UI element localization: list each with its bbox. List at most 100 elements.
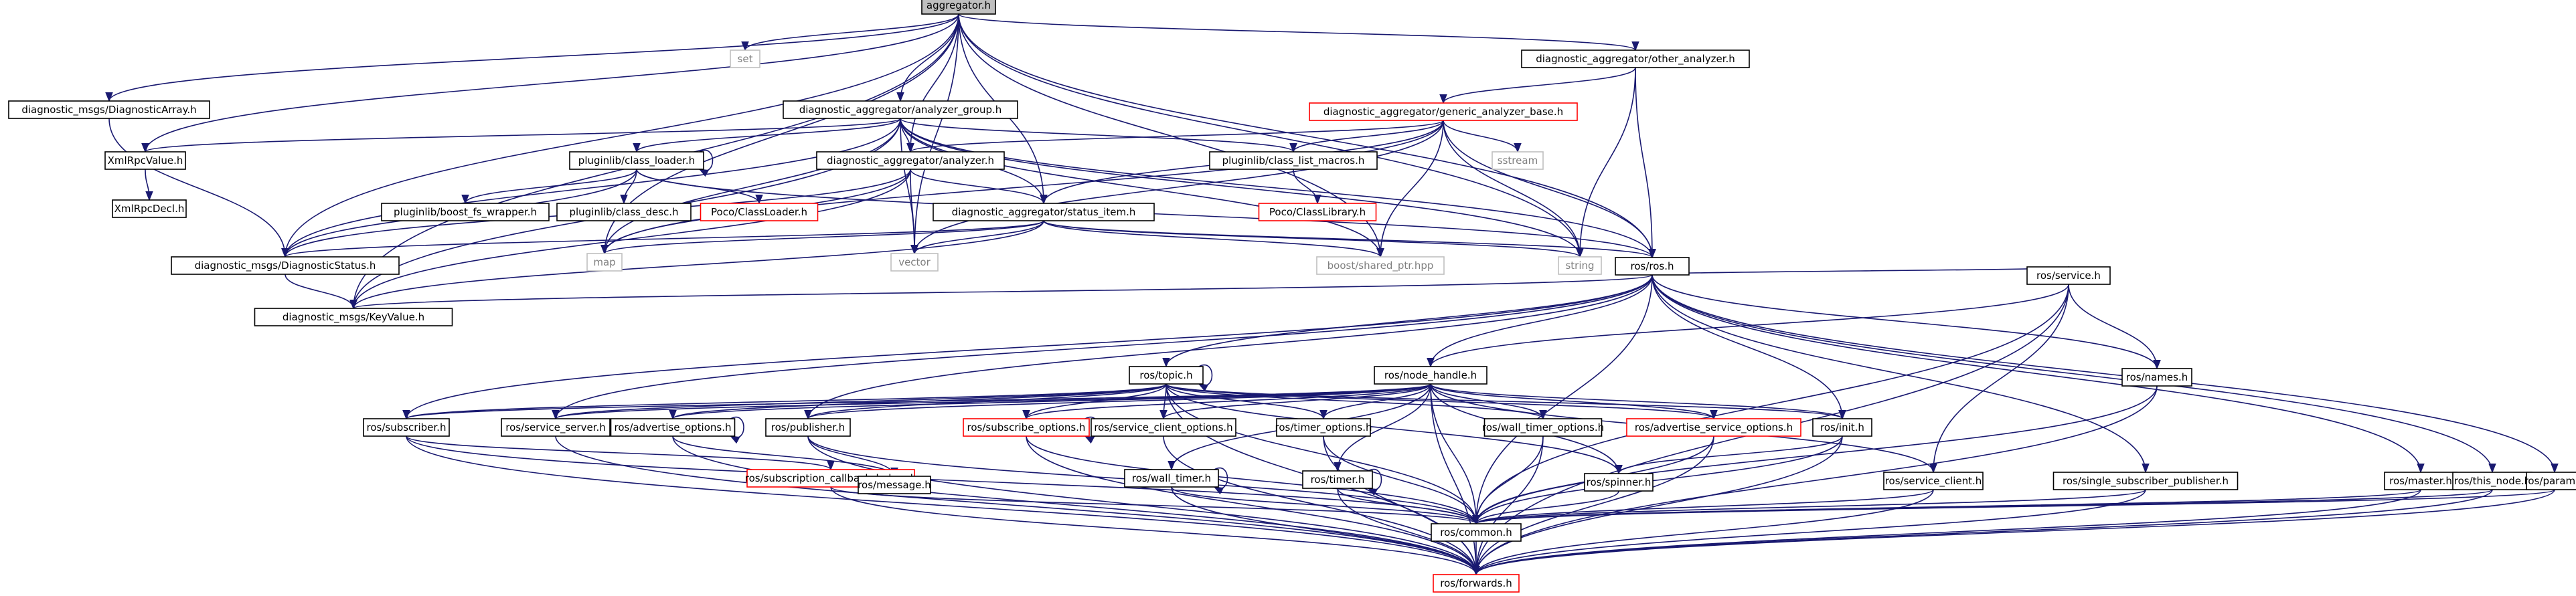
node-dm-status[interactable]: diagnostic_msgs/DiagnosticStatus.h: [171, 256, 400, 275]
node-param[interactable]: ros/param.h: [2524, 472, 2576, 490]
node-box: [1615, 257, 1690, 276]
node-label: diagnostic_aggregator/analyzer_group.h: [799, 104, 1002, 116]
edge-status_item-to-ros: [1043, 220, 1656, 259]
node-box: [112, 199, 187, 218]
edge-node_handle-to-timer_options: [1319, 383, 1431, 420]
node-box: [1129, 366, 1204, 385]
node-boost-fs[interactable]: pluginlib/boost_fs_wrapper.h: [381, 203, 550, 221]
node-box: [783, 100, 1018, 119]
node-subscriber[interactable]: ros/subscriber.h: [363, 418, 450, 437]
node-class-desc[interactable]: pluginlib/class_desc.h: [556, 203, 692, 221]
edge-service-to-service_client: [1929, 284, 2069, 474]
node-service[interactable]: ros/service.h: [2026, 266, 2111, 285]
node-label: ros/service.h: [2036, 270, 2101, 282]
node-label: ros/names.h: [2126, 371, 2188, 383]
edge-node_handle-to-advertise_service_options: [1430, 383, 1718, 420]
node-init[interactable]: ros/init.h: [1812, 418, 1872, 437]
node-advertise-service-options[interactable]: ros/advertise_service_options.h: [1626, 418, 1801, 437]
node-advertise-options[interactable]: ros/advertise_options.h: [610, 418, 736, 437]
node-label: pluginlib/boost_fs_wrapper.h: [394, 206, 537, 219]
node-other-analyzer[interactable]: diagnostic_aggregator/other_analyzer.h: [1521, 49, 1750, 68]
node-label: ros/timer.h: [1311, 474, 1365, 486]
edge-status_item-to-keyvalue: [349, 220, 1044, 310]
edge-analyzer_group-to-class_list_macros: [900, 118, 1297, 153]
node-publisher[interactable]: ros/publisher.h: [765, 418, 851, 437]
edge-status_item-to-dm_status: [281, 220, 1044, 258]
node-box: [1626, 418, 1801, 437]
node-box: [1492, 151, 1544, 170]
node-box: [2026, 266, 2111, 285]
node-common[interactable]: ros/common.h: [1431, 523, 1522, 542]
node-label: ros/service_client_options.h: [1094, 421, 1232, 434]
node-node-handle[interactable]: ros/node_handle.h: [1374, 366, 1487, 385]
edge-analyzer_group-to-dm_status: [281, 118, 901, 258]
node-names[interactable]: ros/names.h: [2121, 368, 2192, 387]
node-xmlrpc[interactable]: XmlRpcValue.h: [104, 151, 186, 170]
node-wall-timer[interactable]: ros/wall_timer.h: [1124, 469, 1219, 488]
node-xmlrpcdecl[interactable]: XmlRpcDecl.h: [112, 199, 187, 218]
node-shared-ptr[interactable]: boost/shared_ptr.hpp: [1316, 256, 1445, 275]
node-label: ros/wall_timer_options.h: [1482, 421, 1604, 434]
node-label: diagnostic_aggregator/status_item.h: [952, 206, 1136, 219]
node-keyvalue[interactable]: diagnostic_msgs/KeyValue.h: [254, 308, 453, 326]
edge-init-to-forwards: [1472, 435, 1843, 576]
node-label: ros/node_handle.h: [1384, 369, 1477, 382]
node-topic[interactable]: ros/topic.h: [1129, 366, 1204, 385]
node-forwards[interactable]: ros/forwards.h: [1433, 574, 1520, 593]
edge-topic-to-service_client_options: [1159, 383, 1168, 420]
edge-param-to-forwards: [1472, 489, 2555, 576]
node-analyzer[interactable]: diagnostic_aggregator/analyzer.h: [816, 151, 1005, 170]
node-spinner[interactable]: ros/spinner.h: [1584, 473, 1654, 492]
node-service-client[interactable]: ros/service_client.h: [1883, 472, 1984, 490]
node-box: [1483, 418, 1603, 437]
node-single-sub-pub[interactable]: ros/single_subscriber_publisher.h: [2052, 472, 2239, 490]
node-message[interactable]: ros/message.h: [858, 476, 931, 494]
node-box: [1124, 469, 1219, 488]
edge-single_sub_pub-to-forwards: [1472, 489, 2146, 576]
node-service-client-options[interactable]: ros/service_client_options.h: [1091, 418, 1236, 437]
node-box: [1276, 418, 1371, 437]
node-box: [556, 203, 692, 221]
node-label: ros/message.h: [858, 479, 931, 491]
node-label: ros/subscriber.h: [367, 421, 447, 433]
node-poco-loader[interactable]: Poco/ClassLoader.h: [700, 203, 819, 221]
node-set[interactable]: set: [730, 49, 760, 68]
edge-generic_base-to-map: [600, 120, 1444, 255]
node-service-server[interactable]: ros/service_server.h: [501, 418, 611, 437]
node-map[interactable]: map: [586, 253, 623, 272]
node-class-loader[interactable]: pluginlib/class_loader.h: [569, 151, 704, 170]
edge-wall_timer_options-to-common: [1472, 435, 1544, 525]
edge-timer-to-common: [1337, 488, 1480, 525]
edge-aggregator-to-xmlrpc: [141, 13, 959, 153]
node-analyzer-group[interactable]: diagnostic_aggregator/analyzer_group.h: [783, 100, 1018, 119]
edge-param-to-common: [1473, 489, 2555, 525]
node-label: ros/common.h: [1440, 526, 1512, 538]
node-generic-base[interactable]: diagnostic_aggregator/generic_analyzer_b…: [1309, 102, 1578, 121]
node-timer-options[interactable]: ros/timer_options.h: [1275, 418, 1372, 437]
edge-generic_base-to-analyzer: [906, 120, 1444, 153]
node-box: [1433, 574, 1520, 593]
node-wall-timer-options[interactable]: ros/wall_timer_options.h: [1482, 418, 1604, 437]
node-label: diagnostic_msgs/KeyValue.h: [283, 311, 424, 324]
node-ros[interactable]: ros/ros.h: [1615, 257, 1690, 276]
node-subscribe-options[interactable]: ros/subscribe_options.h: [963, 418, 1090, 437]
node-string[interactable]: string: [1558, 256, 1602, 275]
node-label: Poco/ClassLoader.h: [711, 206, 807, 218]
edge-node_handle-to-publisher: [804, 383, 1431, 420]
node-box: [1302, 470, 1373, 489]
node-box: [963, 418, 1090, 437]
node-this-node[interactable]: ros/this_node.h: [2452, 472, 2532, 490]
node-vector[interactable]: vector: [890, 253, 939, 272]
node-label: Poco/ClassLibrary.h: [1269, 206, 1366, 218]
edge-advertise_options-to-forwards: [672, 435, 1480, 576]
edge-topic-to-init: [1165, 383, 1846, 420]
node-poco-library[interactable]: Poco/ClassLibrary.h: [1258, 203, 1377, 221]
node-class-list-macros[interactable]: pluginlib/class_list_macros.h: [1209, 151, 1378, 170]
node-label: ros/param.h: [2524, 475, 2576, 487]
node-sstream[interactable]: sstream: [1492, 151, 1544, 170]
node-status-item[interactable]: diagnostic_aggregator/status_item.h: [933, 203, 1155, 221]
node-dm-array[interactable]: diagnostic_msgs/DiagnosticArray.h: [8, 100, 210, 119]
node-timer[interactable]: ros/timer.h: [1302, 470, 1373, 489]
node-master[interactable]: ros/master.h: [2384, 472, 2458, 490]
edge-analyzer_group-to-class_loader: [633, 118, 901, 153]
